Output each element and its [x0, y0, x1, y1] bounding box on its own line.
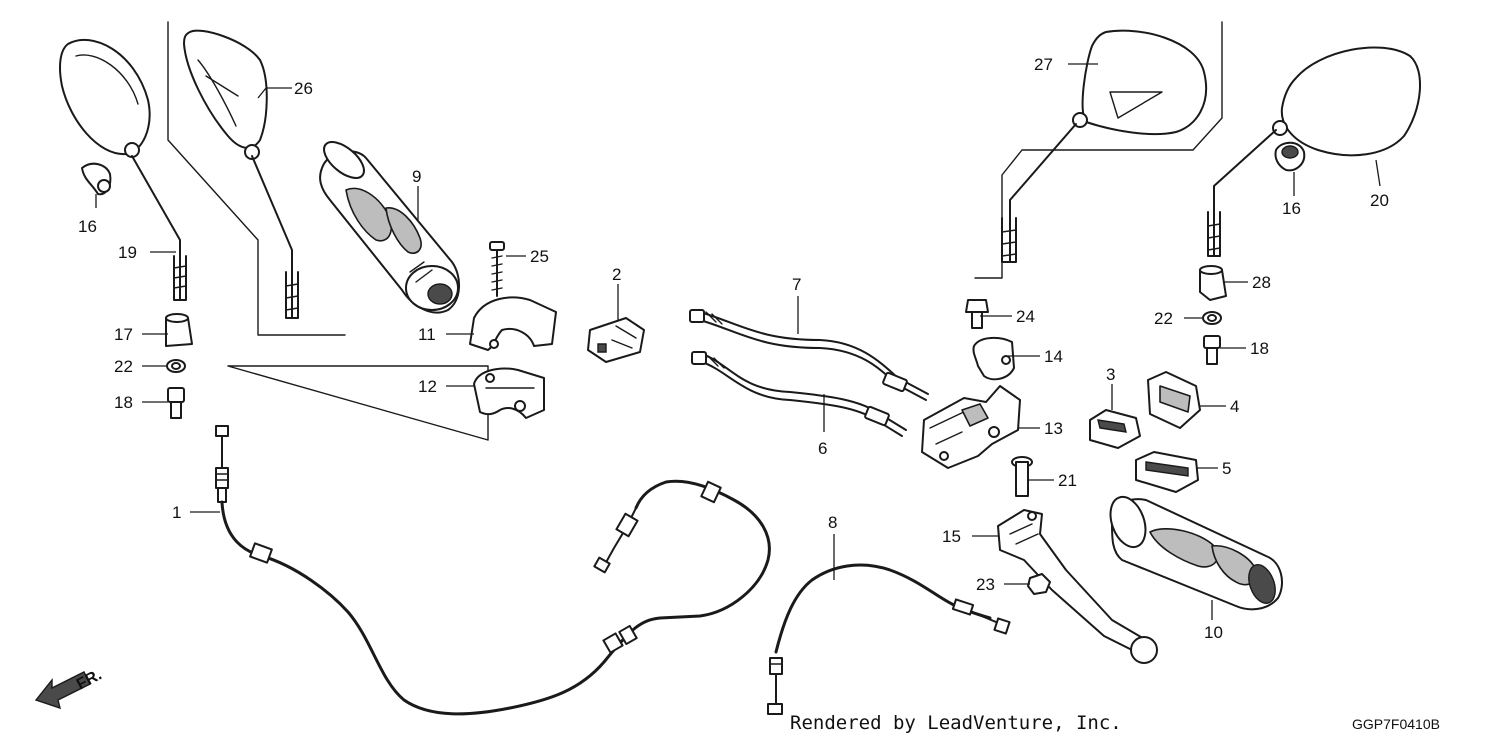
nut-23 [1027, 573, 1051, 595]
bolt-18-right [1203, 335, 1221, 365]
callout-20: 20 [1370, 191, 1389, 210]
mirror-cap-16-right [1274, 141, 1306, 172]
callout-14: 14 [1044, 347, 1063, 366]
callout-13: 13 [1044, 419, 1063, 438]
switch-2 [587, 317, 645, 363]
callout-9: 9 [412, 167, 421, 186]
callout-22-left: 22 [114, 357, 133, 376]
wire-7 [689, 309, 929, 401]
grip-9 [319, 141, 460, 314]
callout-19: 19 [118, 243, 137, 262]
callout-27: 27 [1034, 55, 1053, 74]
switch-5 [1135, 451, 1199, 493]
screw-25 [489, 241, 505, 297]
mirror-20 [1207, 46, 1421, 257]
callout-18-right: 18 [1250, 339, 1269, 358]
callout-6: 6 [818, 439, 827, 458]
callout-11: 11 [418, 325, 436, 344]
callout-1: 1 [172, 503, 181, 522]
callout-18-left: 18 [114, 393, 133, 412]
grip-10 [1109, 495, 1283, 611]
callout-24: 24 [1016, 307, 1035, 326]
callout-23: 23 [976, 575, 995, 594]
bolt-21 [1011, 456, 1033, 497]
switch-3 [1089, 409, 1141, 449]
holder-12 [473, 367, 545, 419]
left-lower-frame [227, 365, 489, 441]
callout-7: 7 [792, 275, 801, 294]
callout-5: 5 [1222, 459, 1231, 478]
callout-26: 26 [294, 79, 313, 98]
leader-lines [95, 63, 1381, 620]
callout-10: 10 [1204, 623, 1223, 642]
cable-8 [767, 563, 1011, 715]
diagram-code: GGP7F0410B [1352, 716, 1440, 732]
callout-22-right: 22 [1154, 309, 1173, 328]
front-direction-arrow: FR. [34, 666, 105, 710]
callout-8: 8 [828, 513, 837, 532]
bolt-18-left [167, 387, 185, 419]
credit-text: Rendered by LeadVenture, Inc. [790, 712, 1122, 734]
lever-15 [997, 509, 1158, 664]
callout-2: 2 [612, 265, 621, 284]
wire-6 [691, 351, 907, 437]
callout-4: 4 [1230, 397, 1239, 416]
throttle-cable-1 [215, 425, 771, 716]
adapter-17 [165, 313, 193, 347]
callout-21: 21 [1058, 471, 1077, 490]
mirror-cap-16-left [81, 162, 112, 196]
callout-3: 3 [1106, 365, 1115, 384]
callout-numbers: 1 2 3 4 5 6 7 8 9 10 11 12 13 14 15 16 1… [78, 55, 1389, 642]
holder-11 [469, 296, 557, 351]
bolt-24 [965, 299, 989, 329]
left-mirror [59, 38, 187, 301]
adapter-28 [1199, 265, 1227, 301]
right-bracket-frame [974, 21, 1223, 279]
callout-25: 25 [530, 247, 549, 266]
callout-15: 15 [942, 527, 961, 546]
left-bracket-frame [167, 21, 346, 336]
nut-22-right [1202, 311, 1222, 325]
callout-16-left: 16 [78, 217, 97, 236]
switch-4 [1147, 371, 1201, 429]
callout-12: 12 [418, 377, 437, 396]
clamp-14 [972, 336, 1015, 381]
callout-17: 17 [114, 325, 133, 344]
nut-22-left [166, 359, 186, 373]
bracket-13 [921, 385, 1021, 469]
callout-16-right: 16 [1282, 199, 1301, 218]
callout-28: 28 [1252, 273, 1271, 292]
mirror-26 [183, 29, 299, 319]
mirror-27 [1001, 29, 1208, 263]
